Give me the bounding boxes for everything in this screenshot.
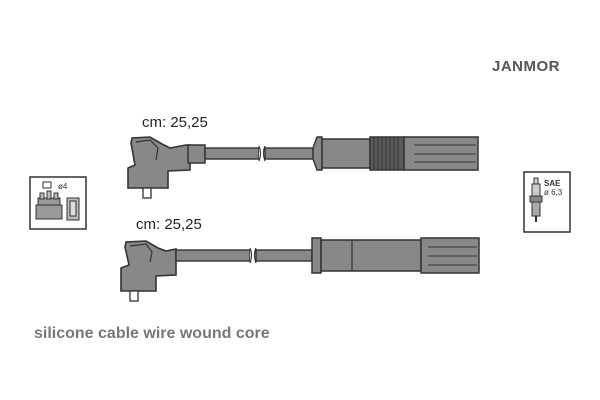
product-caption: silicone cable wire wound core [34, 325, 270, 342]
spark-plug-diameter: ø 6,3 [544, 188, 563, 197]
cable-2-length: cm: 25,25 [136, 216, 202, 233]
distributor-diameter: ø4 [58, 182, 68, 191]
spark-plug-icon: SAE ø 6,3 [523, 171, 571, 233]
cable-2 [120, 237, 480, 302]
distributor-cap-icon: ø4 [29, 176, 87, 230]
cable-1-length: cm: 25,25 [142, 114, 208, 131]
spark-plug-standard: SAE [544, 179, 561, 188]
cable-1 [127, 136, 479, 199]
brand-name: JANMOR [491, 58, 560, 75]
